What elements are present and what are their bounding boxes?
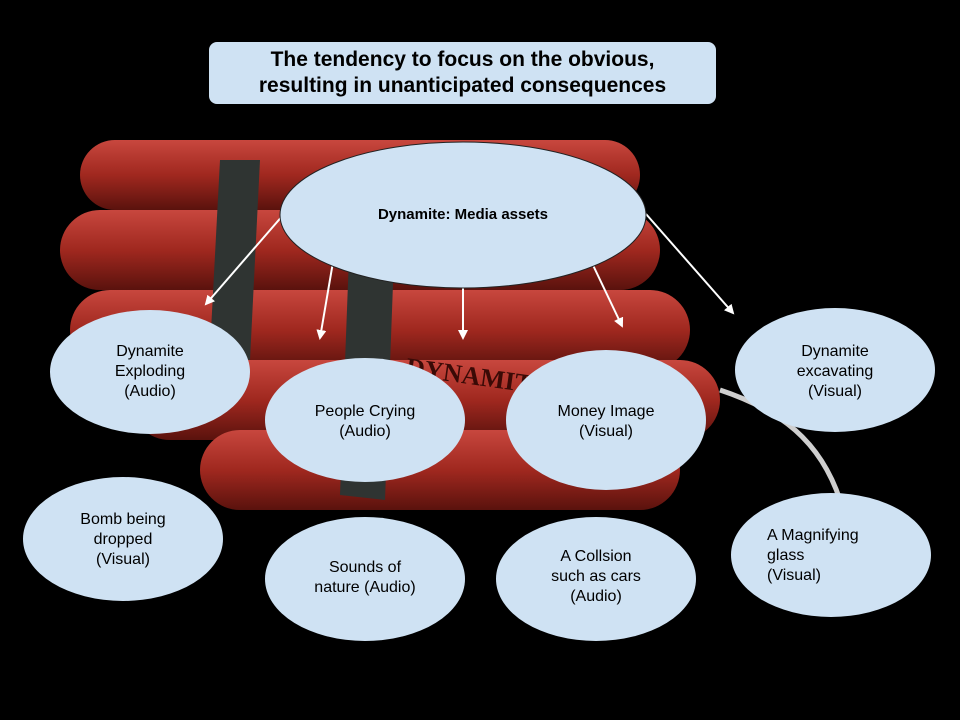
arrow-to-dynamite-excavating [645, 213, 735, 315]
node-shape-sounds-nature [265, 517, 465, 641]
node-shapes [23, 141, 935, 641]
node-shape-magnifying-glass [731, 493, 931, 617]
node-shape-money-image [506, 350, 706, 490]
arrow-to-dynamite-exploding [204, 213, 285, 306]
node-shape-people-crying [265, 358, 465, 482]
node-shape-dynamite-exploding [50, 310, 250, 434]
center-node-shape [279, 141, 647, 289]
arrow-to-people-crying [316, 261, 334, 340]
connector-arrows [204, 213, 735, 340]
fuse [719, 387, 843, 501]
node-shape-dynamite-excavating [735, 308, 935, 432]
node-shape-collision [496, 517, 696, 641]
node-shape-bomb-dropped [23, 477, 223, 601]
arrow-to-money-image-2 [591, 262, 624, 328]
title-box: The tendency to focus on the obvious, re… [209, 42, 716, 104]
tape-strap [210, 160, 260, 360]
